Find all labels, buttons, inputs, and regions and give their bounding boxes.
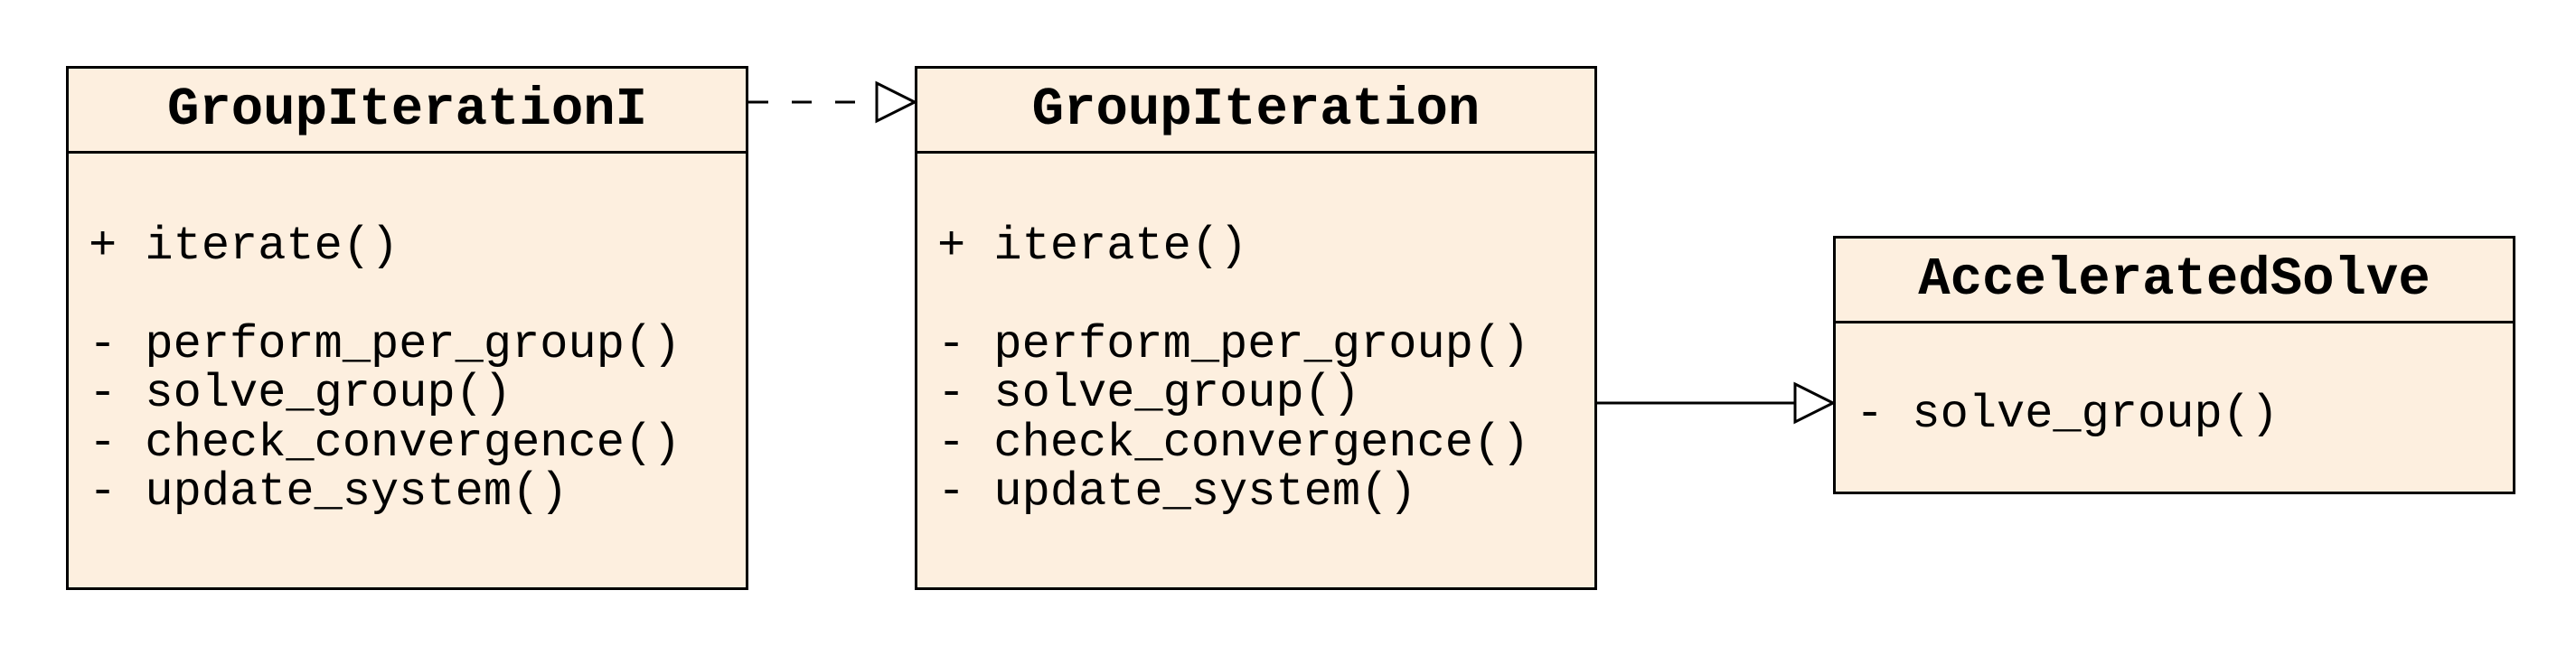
generalization-arrow — [1597, 381, 1837, 425]
hollow-triangle-arrowhead-icon — [1793, 381, 1837, 425]
method-check-convergence: - check_convergence() — [89, 417, 682, 470]
method-solve-group: - solve_group() — [1856, 388, 2280, 441]
class-box-group-iteration: GroupIteration + iterate() - perform_per… — [915, 66, 1597, 590]
method-perform-per-group: - perform_per_group() — [89, 318, 682, 371]
class-box-accelerated-solve: AcceleratedSolve - solve_group() — [1833, 236, 2515, 494]
method-update-system: - update_system() — [89, 465, 569, 519]
method-check-convergence: - check_convergence() — [937, 417, 1530, 470]
hollow-triangle-arrowhead-icon — [875, 80, 918, 124]
method-solve-group: - solve_group() — [89, 367, 512, 420]
method-iterate: + iterate() — [89, 220, 400, 273]
method-perform-per-group: - perform_per_group() — [937, 318, 1530, 371]
method-solve-group: - solve_group() — [937, 367, 1361, 420]
method-update-system: - update_system() — [937, 465, 1417, 519]
class-name: AcceleratedSolve — [1836, 239, 2513, 323]
class-box-group-iteration-i: GroupIterationI + iterate() - perform_pe… — [66, 66, 748, 590]
realization-arrow — [748, 80, 918, 124]
method-iterate: + iterate() — [937, 220, 1248, 273]
class-name: GroupIterationI — [69, 69, 746, 154]
class-name: GroupIteration — [917, 69, 1594, 154]
